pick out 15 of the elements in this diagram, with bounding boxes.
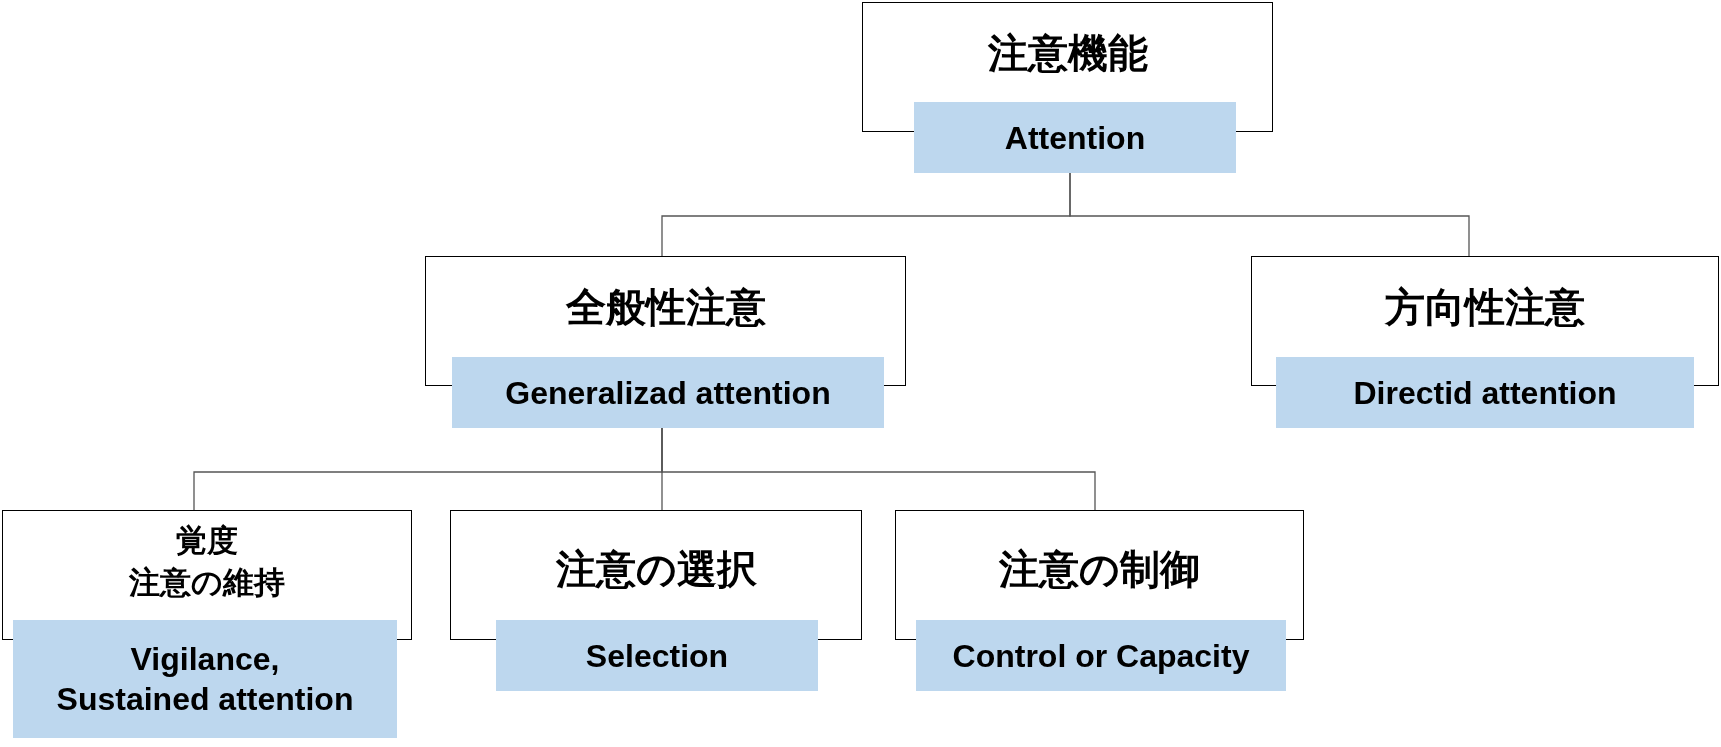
english-label: Generalizad attention [452,357,884,428]
english-label: Vigilance, Sustained attention [13,620,397,738]
japanese-heading: 注意機能 [987,31,1148,75]
japanese-heading: 注意の選択 [555,547,757,591]
english-label: Attention [914,102,1236,173]
japanese-heading: 方向性注意 [1385,285,1585,329]
japanese-heading: 注意の制御 [999,547,1200,591]
english-label: Control or Capacity [916,620,1286,691]
japanese-heading: 注意の維持 [129,565,285,600]
connector-line [661,427,1096,511]
english-label: Selection [496,620,818,691]
english-label: Directid attention [1276,357,1694,428]
japanese-heading: 全般性注意 [565,285,766,329]
connector-line [1069,172,1470,257]
japanese-heading: 覚度 [176,523,238,558]
